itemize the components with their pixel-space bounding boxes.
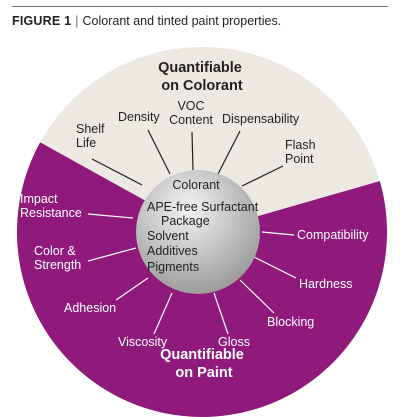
property-shelf-life-line1: Shelf	[76, 122, 105, 136]
spoke-lines	[87, 129, 297, 335]
figure-label: FIGURE 1	[12, 14, 72, 28]
spoke-flash-point	[241, 165, 284, 187]
property-density: Density	[118, 110, 160, 124]
property-compatibility: Compatibility	[297, 228, 369, 242]
property-flash-point-line2: Point	[285, 152, 314, 166]
spoke-gloss	[213, 292, 229, 335]
property-impact-resistance-line1: Impact	[20, 192, 58, 206]
paint-zone-title-line1: Quantifiable	[160, 347, 244, 363]
center-circle	[136, 170, 260, 294]
center-item-surfactant-2: Package	[161, 214, 210, 228]
spoke-density	[147, 129, 171, 175]
colorant-zone-title: Quantifiable on Colorant	[158, 60, 246, 94]
spoke-compatibility	[261, 231, 295, 236]
paint-zone-title: Quantifiable on Paint	[160, 347, 248, 381]
property-adhesion: Adhesion	[64, 301, 116, 315]
center-item-surfactant-1: APE-free Surfactant	[147, 200, 259, 214]
property-blocking: Blocking	[267, 315, 314, 329]
spoke-voc-content	[191, 131, 194, 171]
property-adhesion-line1: Adhesion	[64, 301, 116, 315]
spoke-color-strength	[87, 247, 137, 262]
property-impact-resistance-line2: Resistance	[20, 206, 82, 220]
property-compatibility-line1: Compatibility	[297, 228, 369, 242]
spoke-hardness	[253, 256, 297, 279]
colorant-zone-title-line2: on Colorant	[161, 78, 243, 94]
property-density-line1: Density	[118, 110, 160, 124]
center-item-additives: Additives	[147, 244, 198, 258]
property-gloss-line1: Gloss	[218, 335, 250, 349]
center-item-pigments: Pigments	[147, 260, 199, 274]
property-color-strength: Color &Strength	[34, 244, 81, 272]
property-viscosity-line1: Viscosity	[118, 335, 168, 349]
figure-header: FIGURE 1|Colorant and tinted paint prope…	[12, 12, 281, 30]
property-flash-point-line1: Flash	[285, 138, 316, 152]
spoke-impact-resistance	[87, 213, 134, 219]
colorant-zone	[40, 47, 380, 232]
property-dispensability-line1: Dispensability	[222, 112, 300, 126]
property-hardness: Hardness	[299, 277, 353, 291]
center-text: Colorant APE-free Surfactant Package Sol…	[147, 178, 259, 274]
property-shelf-life-line2: Life	[76, 136, 96, 150]
property-voc-content-line1: VOC	[177, 99, 204, 113]
property-hardness-line1: Hardness	[299, 277, 353, 291]
property-viscosity: Viscosity	[118, 335, 168, 349]
figure-caption: Colorant and tinted paint properties.	[82, 14, 282, 28]
figure-top-rule	[12, 6, 388, 7]
colorant-zone-title-line1: Quantifiable	[158, 60, 242, 76]
paint-zone-title-line2: on Paint	[175, 365, 232, 381]
property-blocking-line1: Blocking	[267, 315, 314, 329]
property-voc-content-line2: Content	[169, 113, 213, 127]
spoke-adhesion	[115, 277, 149, 301]
spoke-shelf-life	[91, 158, 143, 186]
figure-separator: |	[75, 14, 79, 28]
spoke-dispensability	[217, 130, 241, 175]
spoke-viscosity	[153, 292, 173, 335]
property-color-strength-line2: Strength	[34, 258, 81, 272]
property-dispensability: Dispensability	[222, 112, 300, 126]
center-title: Colorant	[172, 178, 220, 192]
spoke-blocking	[239, 279, 275, 314]
property-gloss: Gloss	[218, 335, 250, 349]
center-item-solvent: Solvent	[147, 229, 189, 243]
property-color-strength-line1: Color &	[34, 244, 76, 258]
